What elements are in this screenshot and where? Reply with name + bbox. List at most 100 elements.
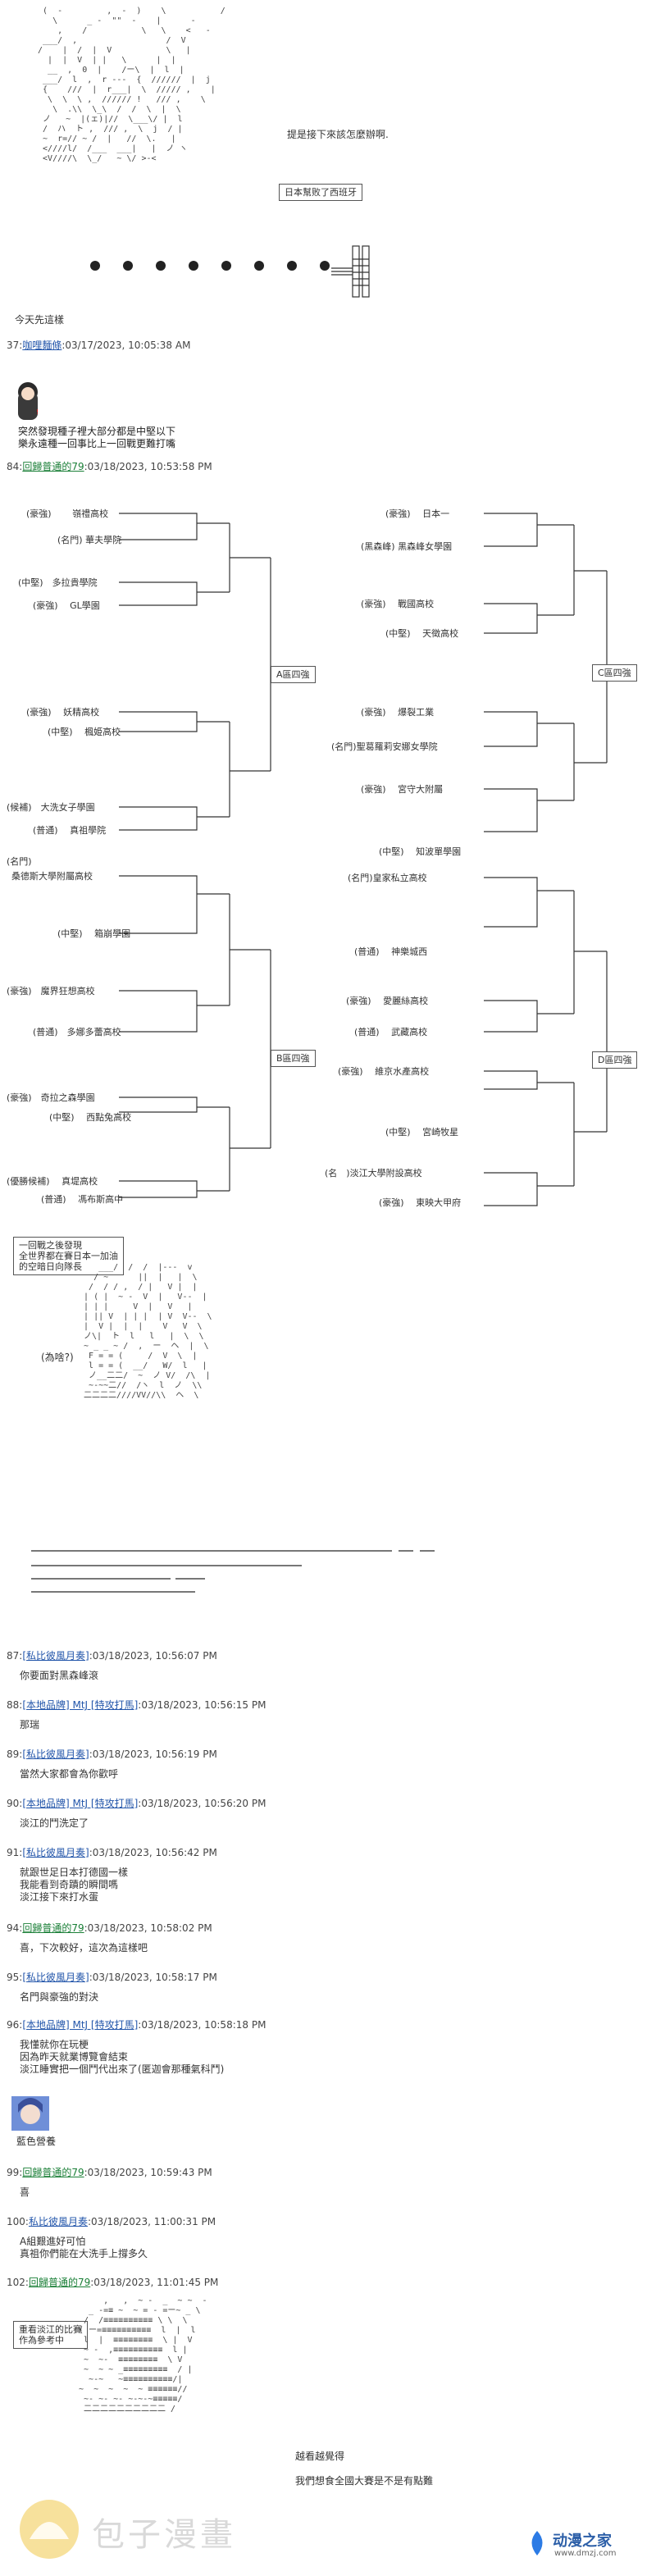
team-left-14: (中堅) 西點兔高校 [49, 1112, 132, 1123]
comment-num: 99: [7, 2167, 23, 2178]
comment-date: :03/17/2023, 10:05:38 AM [61, 340, 191, 351]
watermark-right: 动漫之家 www.dmzj.com [525, 2526, 648, 2567]
dot [123, 261, 133, 271]
comment-text: 那瑞 [20, 1719, 40, 1730]
comment-header-37: 37:咖哩麵條:03/17/2023, 10:05:38 AM [7, 338, 190, 352]
commenter-link[interactable]: 回歸普通的79 [22, 461, 84, 472]
comment-text: 名門與豪強的對決 [20, 1991, 99, 2003]
ascii-art-mid: ___/ / / |--- v / ~ || | | \ / / / , / |… [84, 1263, 212, 1400]
comment-num: 90: [7, 1798, 23, 1809]
comment-text: 我懂就你在玩梗 因為昨天就業博覽會結束 淡江睡實把一個鬥代出來了(匿迦會那種氣科… [20, 2039, 225, 2075]
character-avatar-icon: ! [18, 382, 39, 420]
dot [189, 261, 198, 271]
comment-header: 99:回歸普通的79:03/18/2023, 10:59:43 PM [7, 2165, 212, 2179]
comment-date: :03/18/2023, 10:59:43 PM [84, 2167, 212, 2178]
comment-date: :03/18/2023, 10:56:19 PM [89, 1748, 217, 1760]
comment-date: :03/18/2023, 10:58:18 PM [138, 2019, 266, 2031]
bracket-lines [119, 513, 608, 1206]
team-left-15: (優勝候補) 真堤高校 [7, 1176, 98, 1187]
comment-date: :03/18/2023, 10:53:58 PM [84, 461, 212, 472]
commenter-link[interactable]: [本地品牌] MtJ [特攻打馬] [22, 1798, 139, 1809]
ascii-art-top: ( - , - ) \ / \ _ - "" - | - , / \ \ < -… [38, 7, 226, 163]
comment-header: 89:[私比彼風月奏]:03/18/2023, 10:56:19 PM [7, 1747, 217, 1761]
team-right-5: (豪強) 爆裂工業 [361, 707, 435, 718]
commenter-link[interactable]: [本地品牌] MtJ [特攻打馬] [22, 1699, 139, 1711]
comment-num: 87: [7, 1650, 23, 1662]
commenter-link[interactable]: 回歸普通的79 [22, 1922, 84, 1934]
commenter-link[interactable]: 私比彼風月奏 [28, 2216, 88, 2227]
comment-header: 90:[本地品牌] MtJ [特攻打馬]:03/18/2023, 10:56:2… [7, 1796, 266, 1810]
watermark-left-text: 包子漫畫 [92, 2516, 236, 2554]
site-logo-icon [531, 2531, 543, 2555]
team-right-16: (豪強) 東映大甲府 [379, 1197, 462, 1208]
comment-text: 喜，下次較好，這次為這樣吧 [20, 1942, 148, 1954]
comment-num: 94: [7, 1922, 23, 1934]
commenter-link[interactable]: 回歸普通的79 [22, 2167, 84, 2178]
comment-date: :03/18/2023, 10:56:15 PM [138, 1699, 266, 1711]
team-left-10: (中堅) 箱崩學園 [57, 928, 131, 939]
team-left-7: (候補) 大洗女子學園 [7, 802, 95, 813]
team-right-10: (普通) 神樂城西 [354, 946, 428, 957]
tournament-bracket: (豪強) 嶺禮高校 (名門) 華夫學院 (中堅) 多拉貴學院 (豪強) GL學園… [0, 484, 656, 1222]
dot [156, 261, 166, 271]
ellipsis-dots [90, 261, 330, 271]
comment-header: 96:[本地品牌] MtJ [特攻打馬]:03/18/2023, 10:58:1… [7, 2017, 266, 2031]
commenter-link[interactable]: 回歸普通的79 [28, 2277, 91, 2288]
divider-line [31, 1591, 195, 1593]
team-left-9: 桑德斯大學附屬高校 [11, 871, 93, 882]
comment-date: :03/18/2023, 11:00:31 PM [87, 2216, 216, 2227]
team-left-1: (豪強) 嶺禮高校 [26, 508, 109, 519]
comment-date: :03/18/2023, 10:56:42 PM [89, 1847, 217, 1858]
commenter-link[interactable]: 咖哩麵條 [22, 340, 62, 351]
why-text: (為啥?) [41, 1352, 74, 1363]
team-right-4: (中堅) 天徵高校 [385, 628, 459, 639]
team-right-2: (黑森峰) 黑森峰女學園 [361, 541, 453, 552]
team-left-9a: (名門) [7, 856, 32, 867]
comment-num: 91: [7, 1847, 23, 1858]
divider-line [31, 1565, 302, 1566]
team-right-12: (普通) 武藏高校 [354, 1027, 428, 1037]
today-label: 今天先這樣 [15, 314, 65, 326]
comment-header: 100:私比彼風月奏:03/18/2023, 11:00:31 PM [7, 2214, 216, 2228]
commenter-link[interactable]: [本地品牌] MtJ [特攻打馬] [22, 2019, 139, 2031]
comment-num: 89: [7, 1748, 23, 1760]
note-bottom: 重看淡江的比賽 作為參考中 [13, 2321, 88, 2349]
ascii-art-bottom: , , ~ - _ ~ ~ - _ -=≡ ~ ~ = - =ー~ _ \ / … [79, 2296, 207, 2414]
team-right-8: (中堅) 知波單學園 [379, 846, 462, 857]
team-left-5: (豪強) 妖精高校 [26, 707, 100, 718]
speech-text-top: 提是接下來該怎麼辦啊. [287, 129, 389, 140]
comment-num: 37: [7, 340, 23, 351]
team-right-1: (豪強) 日本一 [385, 508, 450, 519]
commenter-link[interactable]: [私比彼風月奏] [22, 1748, 89, 1760]
comment-header: 88:[本地品牌] MtJ [特攻打馬]:03/18/2023, 10:56:1… [7, 1698, 266, 1712]
dot [254, 261, 264, 271]
comment-num: 96: [7, 2019, 23, 2031]
comment-text-37: 突然發現種子裡大部分都是中堅以下 樂永遠種一回事比上一回戰更難打嘴 [18, 426, 176, 449]
note-japan: 日本幫败了西班牙 [279, 184, 362, 201]
team-left-3: (中堅) 多拉貴學院 [18, 577, 98, 588]
commenter-link[interactable]: [私比彼風月奏] [22, 1650, 89, 1662]
comment-header: 87:[私比彼風月奏]:03/18/2023, 10:56:07 PM [7, 1648, 217, 1662]
comment-header: 95:[私比彼風月奏]:03/18/2023, 10:58:17 PM [7, 1970, 217, 1984]
team-left-13: (豪強) 奇拉之森學園 [7, 1092, 95, 1103]
comment-text: 你要面對黑森峰滾 [20, 1670, 99, 1681]
comment-date: :03/18/2023, 11:01:45 PM [90, 2277, 219, 2288]
commenter-link[interactable]: [私比彼風月奏] [22, 1847, 89, 1858]
watermark-url: www.dmzj.com [554, 2549, 617, 2558]
note-mid: 一回戰之後發現 全世界都在賽日本一加油 的空暗日向隊長 [13, 1237, 124, 1275]
comment-num: 102: [7, 2277, 29, 2288]
comment-num: 88: [7, 1699, 23, 1711]
label-c-group: C區四強 [592, 664, 637, 682]
comment-text: A組艱進好可怕 真祖你們能在大洗手上撐多久 [20, 2236, 148, 2259]
comment-header-84: 84:回歸普通的79:03/18/2023, 10:53:58 PM [7, 459, 212, 473]
comment-text: 就跟世足日本打德國一樣 我能看到奇蹟的瞬間嗎 淡江接下來打水蛋 [20, 1867, 129, 1903]
team-right-14: (中堅) 宮崎牧星 [385, 1127, 459, 1138]
dot [90, 261, 100, 271]
dot [320, 261, 330, 271]
divider-line [31, 1550, 392, 1552]
comment-num: 84: [7, 461, 23, 472]
comment-text: 當然大家都會為你歡呼 [20, 1768, 119, 1780]
anime-avatar-icon [11, 2096, 49, 2131]
commenter-link[interactable]: [私比彼風月奏] [22, 1972, 89, 1983]
dot [221, 261, 231, 271]
